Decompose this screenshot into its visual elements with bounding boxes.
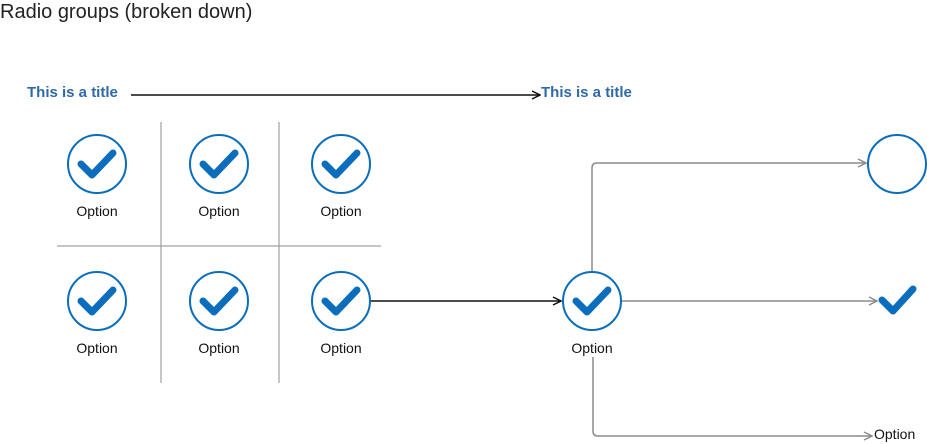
checkmark-icon <box>572 286 612 316</box>
checkmark-icon <box>321 286 361 316</box>
checkmark-icon <box>77 149 117 179</box>
group-title: This is a title <box>27 84 118 101</box>
option-label: Option <box>320 203 362 219</box>
checkmark-icon <box>77 286 117 316</box>
checkmark-icon <box>321 149 361 179</box>
radio-option-3[interactable] <box>311 134 371 194</box>
checkmark-icon <box>878 285 917 315</box>
option-label: Option <box>198 203 240 219</box>
connector-to-label <box>592 357 872 436</box>
focus-option-label: Option <box>571 340 613 356</box>
radio-option-6[interactable] <box>311 271 371 331</box>
radio-option-focus[interactable] <box>562 271 622 331</box>
group-title-exploded: This is a title <box>541 84 632 101</box>
label-part: Option <box>874 426 916 442</box>
option-label: Option <box>76 203 118 219</box>
radio-option-4[interactable] <box>67 271 127 331</box>
page-title: Radio groups (broken down) <box>0 1 253 23</box>
connector-to-circle <box>591 163 866 271</box>
radio-option-1[interactable] <box>67 134 127 194</box>
radio-outer-circle-part <box>867 134 927 194</box>
checkmark-icon <box>199 149 239 179</box>
checkmark-icon <box>199 286 239 316</box>
option-label: Option <box>320 340 362 356</box>
radio-option-2[interactable] <box>189 134 249 194</box>
radio-option-5[interactable] <box>189 271 249 331</box>
option-label: Option <box>198 340 240 356</box>
option-label: Option <box>76 340 118 356</box>
